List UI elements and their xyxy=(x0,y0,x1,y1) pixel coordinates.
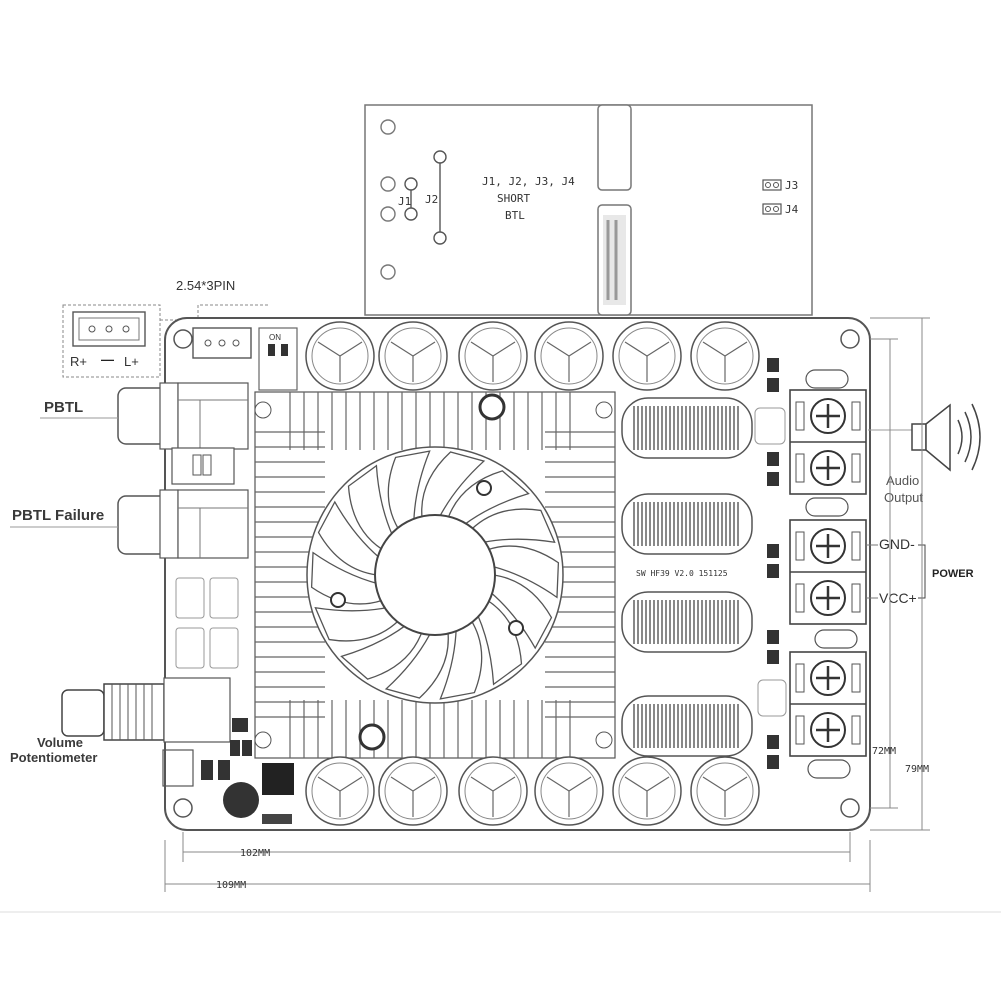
terminal-block xyxy=(789,389,867,495)
board-version-text: SW HF39 V2.0 151125 xyxy=(636,569,728,578)
fan-blade xyxy=(486,545,560,599)
fan-blade xyxy=(347,464,394,551)
inductor xyxy=(621,591,753,653)
power-label: POWER xyxy=(932,568,974,580)
fan-blade xyxy=(447,470,530,526)
pbtl-led xyxy=(117,382,249,450)
jumper-j2-label: J2 xyxy=(425,193,438,206)
fan-blade xyxy=(317,500,381,576)
capacitor xyxy=(305,321,375,391)
jumper-j3-label: J3 xyxy=(785,179,798,192)
dip-switch: ON xyxy=(258,327,298,391)
screw-terminals xyxy=(789,389,867,757)
dip-switch-on-label: ON xyxy=(269,333,281,342)
volume-label-line2: Potentiometer xyxy=(10,750,97,765)
fan-blade xyxy=(476,599,523,686)
inset-logo-text xyxy=(603,215,626,305)
gnd-label: GND- xyxy=(879,536,915,552)
cooling-fan xyxy=(306,446,564,704)
inner-width-dimension: 102MM xyxy=(240,848,270,859)
fan-blade xyxy=(439,619,483,700)
jumper-inset-board: J1 J2 J1, J2, J3, J4 SHORT BTL J3 J4 xyxy=(364,104,813,316)
input-connector-detail: R+ — L+ 2.54*3PIN xyxy=(62,278,268,378)
capacitor xyxy=(690,321,760,391)
pbtl-failure-led xyxy=(117,489,249,559)
capacitor xyxy=(534,321,604,391)
pbtl-failure-label: PBTL Failure xyxy=(12,507,104,524)
jumper-note-line2: SHORT xyxy=(497,192,530,205)
speaker-icon xyxy=(868,403,981,472)
jumper-note-line1: J1, J2, J3, J4 xyxy=(482,175,575,188)
jumper-j1-label: J1 xyxy=(398,195,411,208)
inner-height-dimension: 72MM xyxy=(872,746,896,757)
inductor xyxy=(621,695,753,757)
terminal-block xyxy=(789,651,867,757)
capacitor xyxy=(612,321,682,391)
capacitor xyxy=(534,756,604,826)
fan-blade xyxy=(387,450,431,531)
jumper-j4-label: J4 xyxy=(785,203,799,216)
vcc-label: VCC+ xyxy=(879,590,917,606)
fan-blade xyxy=(314,606,400,642)
jumper-note-line3: BTL xyxy=(505,209,525,222)
fan-blade xyxy=(470,508,556,544)
volume-label-line1: Volume xyxy=(37,735,83,750)
capacitor xyxy=(378,756,448,826)
volume-potentiometer xyxy=(61,677,231,743)
inductor-coils xyxy=(621,397,753,757)
capacitor-row-bottom xyxy=(305,756,760,826)
fan-blade xyxy=(340,624,423,680)
capacitor xyxy=(305,756,375,826)
fan-blade xyxy=(421,451,486,520)
connector-l-plus-label: L+ xyxy=(124,354,139,369)
inductor xyxy=(621,397,753,459)
capacitor xyxy=(458,321,528,391)
terminal-block xyxy=(789,519,867,625)
outer-height-dimension: 79MM xyxy=(905,764,929,775)
capacitor xyxy=(378,321,448,391)
fan-blade xyxy=(489,574,553,650)
capacitor-row-top xyxy=(305,321,760,391)
pbtl-label: PBTL xyxy=(44,399,83,416)
capacitor xyxy=(690,756,760,826)
audio-output-line2: Output xyxy=(884,490,923,505)
pin-spec-label: 2.54*3PIN xyxy=(176,278,235,293)
connector-r-plus-label: R+ xyxy=(70,354,87,369)
dimension-lines xyxy=(0,317,1001,913)
outer-width-dimension: 109MM xyxy=(216,880,246,891)
capacitor xyxy=(458,756,528,826)
fan-blade xyxy=(310,551,384,605)
capacitor xyxy=(612,756,682,826)
capacitor-pads xyxy=(175,577,239,669)
audio-output-line1: Audio xyxy=(886,473,919,488)
connector-dash-label: — xyxy=(101,352,114,367)
inductor xyxy=(621,493,753,555)
callouts: PBTL PBTL Failure Volume Potentiometer A… xyxy=(10,399,974,765)
main-board: ON xyxy=(61,317,871,831)
fan-blade xyxy=(384,630,449,699)
smd-column xyxy=(754,358,787,769)
